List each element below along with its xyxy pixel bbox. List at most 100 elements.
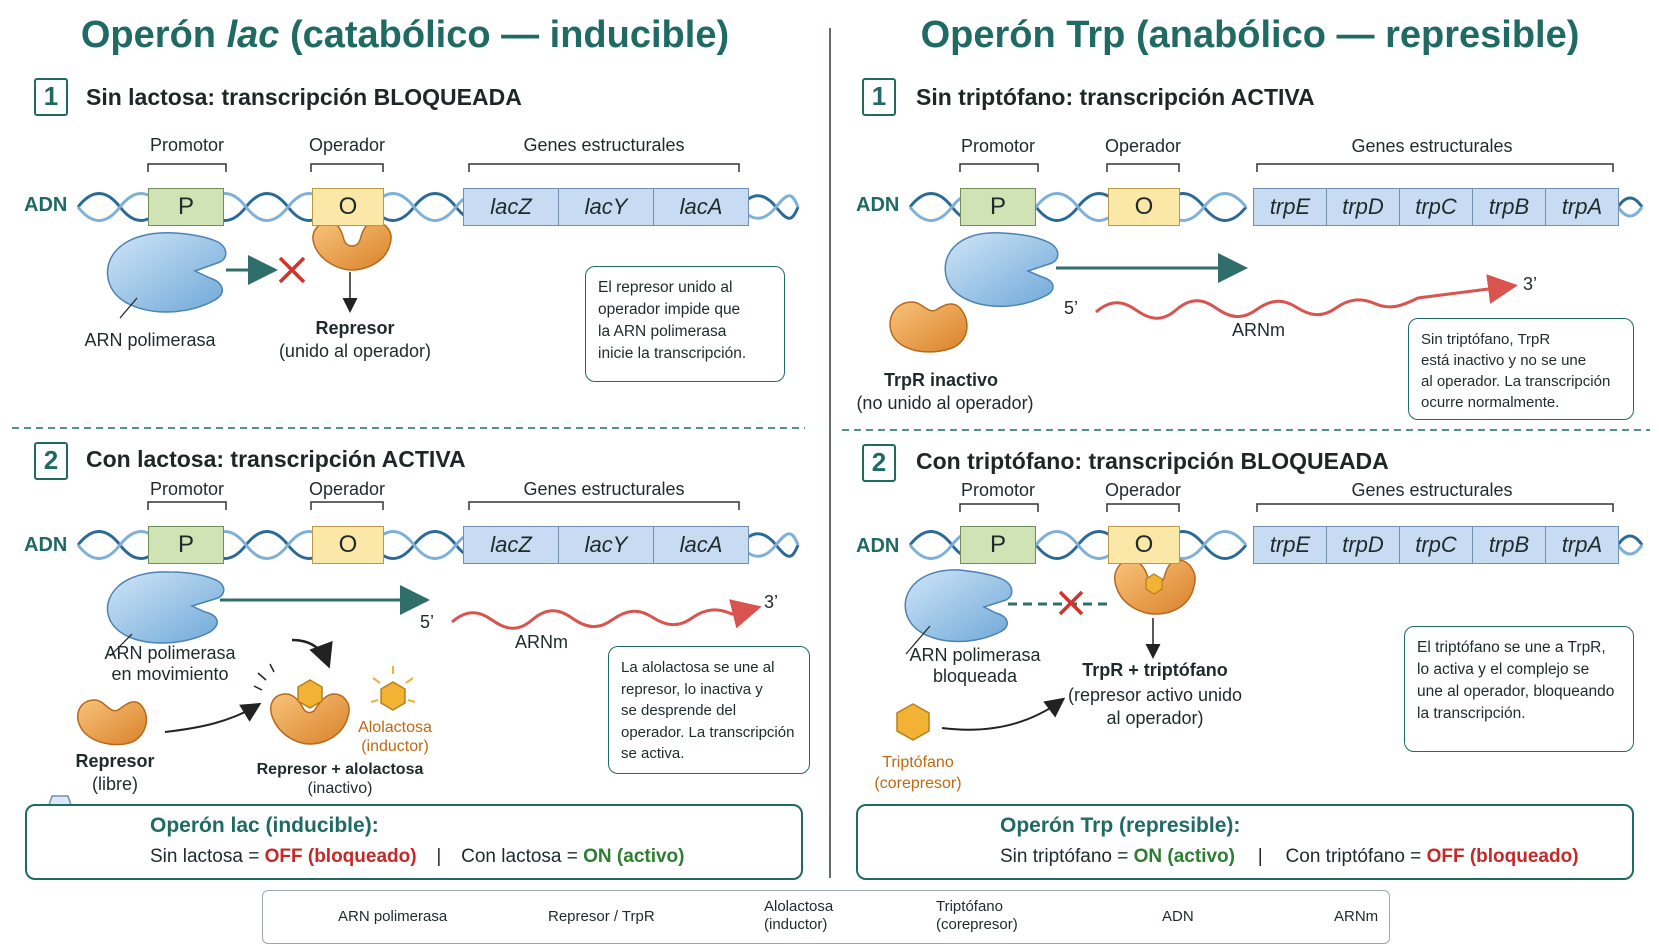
gene-trpe: trpE: [1254, 527, 1327, 563]
right-s1-operator-box: O: [1108, 188, 1180, 226]
polymerase-right-2: [904, 569, 1013, 643]
gene-trpa: trpA: [1561, 194, 1603, 219]
left-s2-operador-label: Operador: [308, 479, 386, 499]
right-s1-promotor-label: Promotor: [960, 136, 1036, 156]
right-s1-promoter-box: P: [960, 188, 1036, 226]
gene-trpd: trpD: [1327, 189, 1400, 225]
left-s1-genes-box: lacZ lacY lacA: [463, 188, 749, 226]
left-s2-genes-box: lacZ lacY lacA: [463, 526, 749, 564]
alolactosa-bound-left-2: [297, 679, 323, 709]
gene-lacz: lacZ: [464, 527, 559, 563]
right-s1-genes-box: trpE trpD trpC trpB trpA: [1253, 188, 1619, 226]
polymerase-left-2: [106, 571, 225, 644]
right-s1-operador-label: Operador: [1104, 136, 1182, 156]
legend-arnm-label: ARNm: [1334, 908, 1379, 925]
right-s2-operador-label: Operador: [1104, 480, 1182, 500]
left-s2-alolactosa-label: Alolactosa(inductor): [358, 719, 432, 755]
left-s2-heading: Con lactosa: transcripción ACTIVA: [86, 446, 466, 472]
gene-trpb: trpB: [1473, 527, 1546, 563]
left-s2-five-prime: 5’: [420, 612, 435, 632]
left-s1-operador-label: Operador: [308, 135, 386, 155]
gene-lacy: lacY: [559, 527, 654, 563]
polymerase-right-1: [944, 232, 1059, 308]
right-summary-box: [856, 804, 1634, 880]
right-s2-promotor-label: Promotor: [960, 480, 1036, 500]
right-s2-number: 2: [862, 444, 896, 482]
gene-trpb: trpB: [1473, 189, 1546, 225]
gene-trpa: trpA: [1561, 532, 1603, 557]
curved-arrow-right-2: [941, 697, 1066, 731]
curved-arrow-left-2a: [291, 638, 333, 669]
legend-alolactosa-label: Alolactosa(inductor): [764, 898, 834, 933]
gene-trpc: trpC: [1400, 527, 1473, 563]
right-summary-line: Sin triptófano = ON (activo) | Con tript…: [1000, 846, 1579, 867]
right-s1-arnm-label: ARNm: [1232, 320, 1285, 340]
legend-polimerasa-label: ARN polimerasa: [338, 908, 448, 925]
legend-represor-label: Represor / TrpR: [548, 908, 655, 925]
left-s2-represor-label: Represor(libre): [75, 751, 155, 794]
gene-lacz: lacZ: [464, 189, 559, 225]
left-s2-three-prime: 3’: [764, 592, 779, 612]
left-s2-promotor-label: Promotor: [149, 479, 225, 499]
right-s2-complejo-label: TrpR + triptófano: [1082, 660, 1228, 680]
gene-laca: lacA: [679, 194, 723, 219]
legend-triptofano-label: Triptófano(corepresor): [936, 898, 1018, 933]
repressor-complex-left-2: [270, 693, 350, 745]
left-s1-operator-box: O: [312, 188, 384, 226]
left-s2-promoter-box: P: [148, 526, 224, 564]
left-s1-adn-label: ADN: [24, 194, 68, 216]
right-s1-trpr-sub: (no unido al operador): [856, 393, 1034, 413]
right-s1-heading: Sin triptófano: transcripción ACTIVA: [916, 84, 1315, 110]
right-s2-adn-label: ADN: [856, 535, 900, 557]
triptofano-free-right-2: [896, 703, 930, 741]
right-s2-note: El triptófano se une a TrpR,lo activa y …: [1404, 626, 1634, 752]
blocked-x-left-1: [278, 256, 306, 284]
left-summary-line: Sin lactosa = OFF (bloqueado) | Con lact…: [150, 846, 685, 867]
triptofano-bound-right-2: [1145, 573, 1163, 595]
gene-lacy: lacY: [559, 189, 654, 225]
right-s1-genes-label: Genes estructurales: [1351, 136, 1513, 156]
brackets: [147, 163, 1614, 512]
left-s1-represor-label: Represor: [315, 318, 395, 338]
repressor-left-1: [312, 221, 392, 271]
left-s2-adn-label: ADN: [24, 534, 68, 556]
left-s1-number: 1: [34, 78, 68, 116]
left-s1-represor-sub: (unido al operador): [278, 341, 432, 361]
right-s2-promoter-box: P: [960, 526, 1036, 564]
mrna-left-2: [451, 599, 762, 630]
curved-arrow-left-2b: [164, 702, 262, 733]
mrna-right-1: [1095, 274, 1518, 320]
left-s2-arnm-label: ARNm: [515, 632, 568, 652]
trpr-inactive-right-1: [889, 301, 968, 353]
repressor-free-left-2: [76, 699, 148, 746]
left-s2-complejo-label: Represor + alolactosa(inactivo): [256, 761, 424, 797]
left-s1-promotor-label: Promotor: [149, 135, 225, 155]
gene-laca: lacA: [679, 532, 723, 557]
right-s1-adn-label: ADN: [856, 194, 900, 216]
right-s1-trpr-label: TrpR inactivo: [883, 370, 999, 390]
right-s2-operator-box: O: [1108, 526, 1180, 564]
right-s2-triptofano-label: Triptófano(corepresor): [874, 754, 962, 792]
right-s2-heading: Con triptófano: transcripción BLOQUEADA: [916, 448, 1389, 474]
right-s2-genes-box: trpE trpD trpC trpB trpA: [1253, 526, 1619, 564]
left-summary-title: Operón lac (inducible):: [150, 814, 379, 837]
alolactosa-free-left-2: [380, 681, 406, 711]
gene-trpe: trpE: [1254, 189, 1327, 225]
gene-trpd: trpD: [1327, 527, 1400, 563]
right-title: Operón Trp (anabólico — represible): [920, 14, 1580, 56]
right-s1-three-prime: 3’: [1523, 274, 1538, 294]
left-s2-operator-box: O: [312, 526, 384, 564]
gene-trpc: trpC: [1400, 189, 1473, 225]
left-s2-genes-label: Genes estructurales: [523, 479, 685, 499]
right-s1-number: 1: [862, 78, 896, 116]
left-title: Operón lac (catabólico — inducible): [80, 14, 730, 56]
right-s2-genes-label: Genes estructurales: [1351, 480, 1513, 500]
blocked-x-right-2: [1058, 590, 1084, 616]
polymerase-left-1: [106, 232, 227, 313]
left-s1-genes-label: Genes estructurales: [523, 135, 685, 155]
legend-adn-label: ADN: [1162, 908, 1194, 925]
